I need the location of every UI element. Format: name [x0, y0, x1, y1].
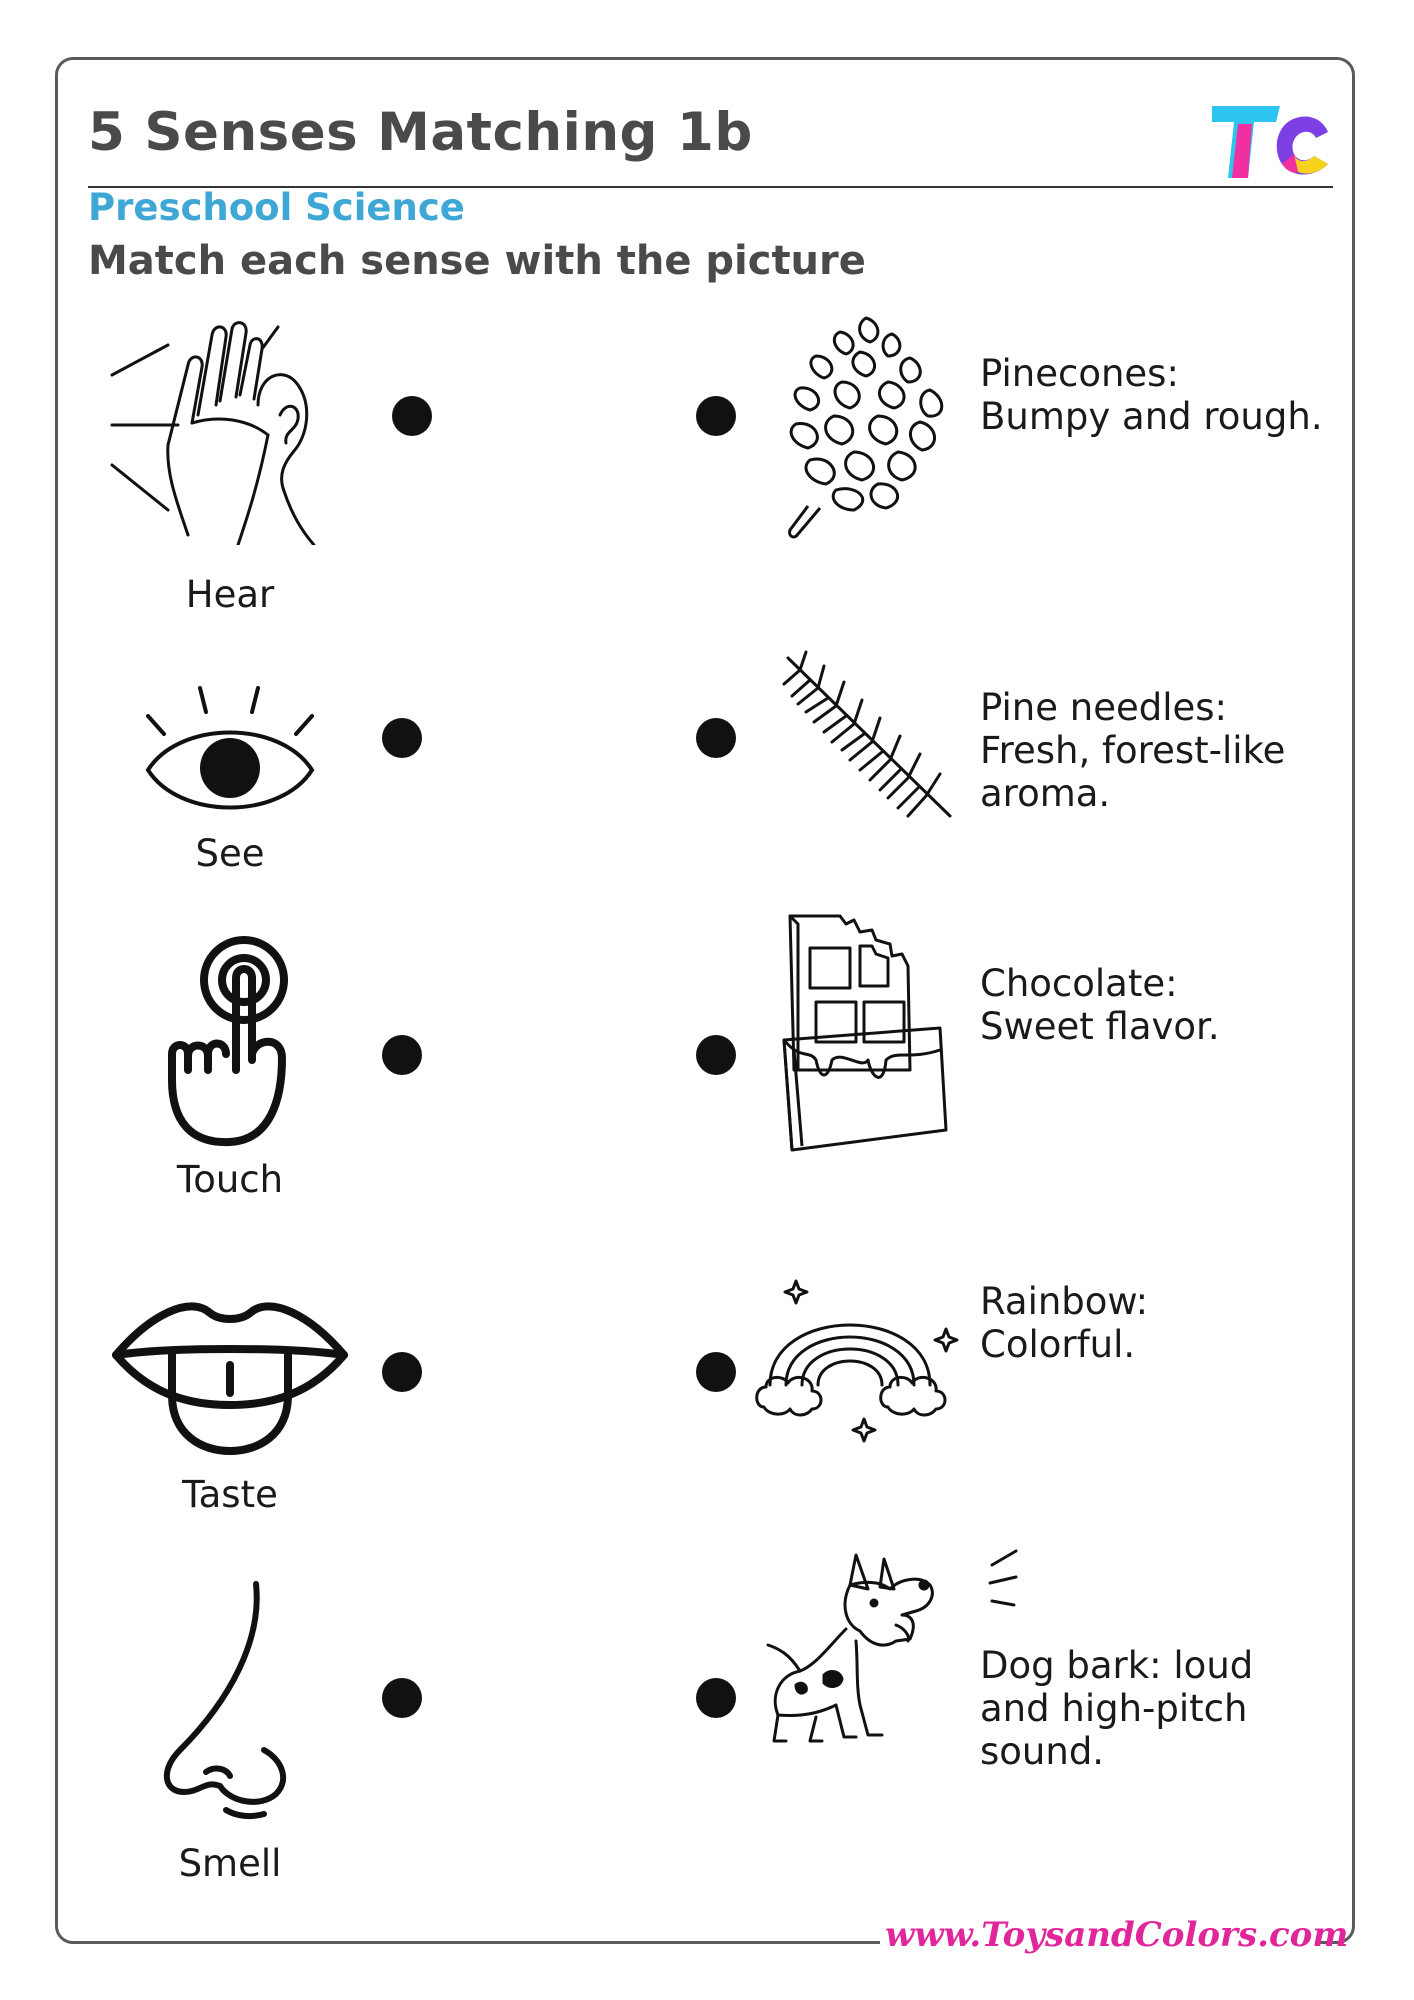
- item-dog-text: Dog bark: loud and high-pitch sound.: [980, 1644, 1340, 1773]
- eye-icon: [145, 686, 315, 810]
- item-text-line: Bumpy and rough.: [980, 395, 1323, 438]
- item-text-line: Dog bark: loud: [980, 1644, 1254, 1687]
- sense-hear: Hear: [100, 315, 360, 616]
- sense-hear-dot[interactable]: [392, 396, 432, 436]
- nose-icon: [163, 1581, 287, 1820]
- item-pine-needles-dot[interactable]: [696, 718, 736, 758]
- sense-see: See: [100, 680, 360, 890]
- item-dog-dot[interactable]: [696, 1678, 736, 1718]
- item-text-line: Sweet flavor.: [980, 1005, 1220, 1048]
- sense-taste-dot[interactable]: [382, 1352, 422, 1392]
- sense-taste: Taste: [100, 1285, 360, 1535]
- item-text-line: and high-pitch: [980, 1687, 1248, 1730]
- ear-hand-icon: [110, 321, 316, 545]
- item-pinecone-text: Pinecones: Bumpy and rough.: [980, 352, 1340, 438]
- sense-label: Taste: [182, 1473, 278, 1516]
- sense-label: See: [195, 832, 265, 875]
- sense-smell: Smell: [100, 1580, 360, 1900]
- worksheet-frame: [55, 57, 1355, 1944]
- sense-smell-dot[interactable]: [382, 1678, 422, 1718]
- pinecone-icon: [788, 316, 944, 539]
- item-rainbow-text: Rainbow: Colorful.: [980, 1280, 1340, 1366]
- sense-touch-dot[interactable]: [382, 1035, 422, 1075]
- worksheet-instruction: Match each sense with the picture: [88, 238, 866, 284]
- tc-logo: [1212, 106, 1328, 178]
- item-text-line: Fresh, forest-like: [980, 729, 1286, 772]
- item-text-line: Pinecones:: [980, 352, 1179, 395]
- footer-gap: [880, 1925, 1315, 1965]
- chocolate-bar-icon: [782, 914, 948, 1152]
- sense-touch: Touch: [100, 930, 360, 1215]
- item-text-line: Colorful.: [980, 1323, 1136, 1366]
- item-text-line: Rainbow:: [980, 1280, 1149, 1323]
- item-pine-needles-text: Pine needles: Fresh, forest-like aroma.: [980, 686, 1340, 815]
- tongue-lips-icon: [112, 1302, 348, 1455]
- pine-needles-icon: [782, 650, 952, 818]
- item-pinecone-dot[interactable]: [696, 396, 736, 436]
- item-chocolate-text: Chocolate: Sweet flavor.: [980, 962, 1340, 1048]
- item-rainbow-dot[interactable]: [696, 1352, 736, 1392]
- sense-label: Touch: [176, 1158, 284, 1201]
- sense-see-dot[interactable]: [382, 718, 422, 758]
- barking-dog-icon: [766, 1549, 1018, 1743]
- item-text-line: sound.: [980, 1730, 1105, 1773]
- footer-website-link[interactable]: www.ToysandColors.com: [885, 1915, 1349, 1955]
- worksheet-title: 5 Senses Matching 1b: [88, 102, 753, 163]
- sense-label: Smell: [178, 1842, 282, 1885]
- item-text-line: Chocolate:: [980, 962, 1178, 1005]
- finger-touch-icon: [168, 936, 288, 1147]
- header-divider: [88, 186, 1333, 188]
- item-text-line: Pine needles:: [980, 686, 1228, 729]
- item-chocolate-dot[interactable]: [696, 1035, 736, 1075]
- sense-label: Hear: [185, 573, 275, 616]
- item-text-line: aroma.: [980, 772, 1111, 815]
- worksheet-subtitle: Preschool Science: [88, 186, 465, 229]
- rainbow-icon: [755, 1279, 959, 1443]
